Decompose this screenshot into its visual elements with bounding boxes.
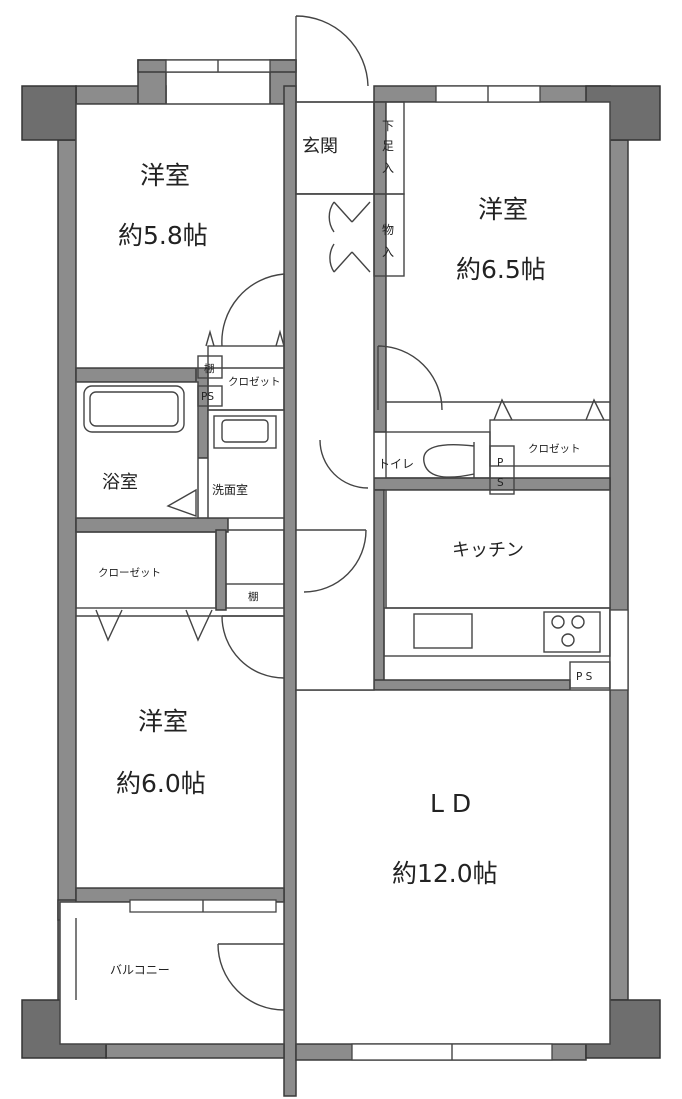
bedroom-1-door	[221, 273, 285, 347]
hall-door	[296, 529, 367, 593]
closet-1-label: クロゼット	[228, 376, 281, 388]
shoe-storage-label-1: 下	[382, 119, 394, 133]
toilet-label: トイレ	[378, 457, 414, 471]
room-western-3-name: 洋室	[138, 707, 188, 736]
ps-2-label-1: P	[497, 457, 503, 469]
ps-3-label: P S	[576, 671, 593, 683]
storage-label-2: 入	[382, 245, 394, 259]
ps-2-label-2: S	[497, 477, 504, 489]
storage-doors	[328, 201, 371, 273]
balcony-label: バルコニー	[110, 963, 170, 977]
room-western-2-name: 洋室	[478, 195, 528, 224]
bedroom-3-door	[221, 615, 285, 679]
shoe-storage-label-3: 入	[382, 161, 394, 175]
kitchen-counter	[383, 607, 611, 689]
closet-2	[489, 398, 611, 467]
room-western-1-size: 約5.8帖	[118, 221, 208, 250]
washbasin	[213, 415, 277, 449]
entrance-area	[295, 15, 405, 277]
windows	[129, 59, 629, 1061]
washroom-door	[228, 529, 285, 584]
storage-label-1: 物	[382, 223, 394, 237]
toilet	[385, 431, 515, 495]
labels: 洋室 約5.8帖 洋室 約6.5帖 洋室 約6.0帖 L D 約12.0帖 玄関…	[98, 119, 593, 977]
bathtub	[83, 385, 185, 433]
closet-3	[75, 531, 217, 642]
shelf-1-label: 棚	[204, 362, 215, 375]
bedroom-2-door	[377, 345, 443, 411]
room-ld-size: 約12.0帖	[392, 859, 498, 888]
washroom-label: 洗面室	[212, 482, 248, 497]
ps-1-label: PS	[201, 391, 214, 403]
balcony-door	[217, 943, 285, 1011]
kitchen-label: キッチン	[452, 540, 524, 561]
shelf-2-label: 棚	[248, 590, 259, 603]
room-western-1-name: 洋室	[140, 161, 190, 190]
room-ld-name: L D	[430, 789, 471, 818]
entrance-label: 玄関	[302, 136, 338, 157]
bath-label: 浴室	[102, 472, 138, 493]
closet-3-label: クローゼット	[98, 567, 161, 579]
room-western-3-size: 約6.0帖	[116, 769, 206, 798]
shoe-storage-label-2: 足	[382, 139, 394, 153]
room-areas	[59, 101, 611, 1045]
closet-1	[197, 329, 285, 411]
closet-2-label: クロゼット	[528, 443, 581, 455]
room-western-2-size: 約6.5帖	[456, 255, 546, 284]
